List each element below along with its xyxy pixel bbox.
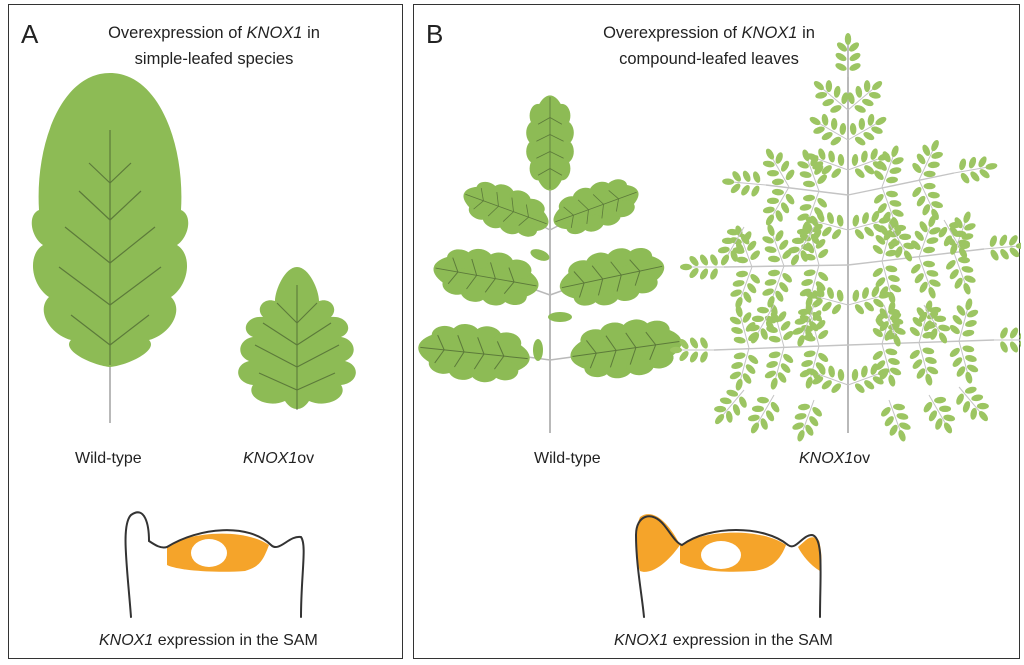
knox1ov-lobed-leaf-icon — [238, 267, 356, 410]
sam-b-center — [701, 541, 741, 569]
sam-a-center — [191, 539, 227, 567]
panel-b-label-wildtype: Wild-type — [534, 450, 601, 467]
panel-b-title-prefix: Overexpression of — [603, 24, 742, 42]
leaflet-mid-left — [428, 241, 544, 313]
panel-a-sam-suffix: expression in the SAM — [153, 632, 318, 649]
panel-b-sam-gene: KNOX1 — [614, 632, 669, 649]
panel-a-title-gene: KNOX1 — [246, 24, 303, 42]
panel-a-sam-gene: KNOX1 — [99, 632, 154, 649]
panel-a-mutant-suffix: ov — [297, 450, 315, 467]
panel-a-label-wildtype: Wild-type — [75, 450, 142, 467]
knox1ov-dissected-leaf-icon — [670, 33, 1021, 446]
wildtype-leaf-veins — [58, 130, 162, 365]
leaflet-low-right — [566, 312, 686, 386]
panel-b-illustration — [414, 5, 1021, 618]
leaflet-upper-right — [545, 170, 647, 244]
panel-a-title: Overexpression of KNOX1 in simple-leafed… — [79, 20, 349, 72]
sam-b-left-primordium — [635, 514, 680, 572]
panel-a-title-prefix: Overexpression of — [108, 24, 247, 42]
sam-b-right-primordium — [798, 537, 822, 571]
panel-a-title-suffix: in — [302, 24, 320, 42]
wildtype-compound-leaf-icon — [414, 94, 686, 433]
wildtype-simple-leaf-icon — [31, 73, 189, 423]
sam-b-diagram-icon — [634, 514, 822, 618]
panel-b: B Overexpression of KNOX1 in compound-le… — [413, 4, 1020, 659]
panel-a: A Overexpression of KNOX1 in simple-leaf… — [8, 4, 403, 659]
panel-a-label-mutant: KNOX1ov — [243, 450, 314, 468]
panel-a-illustration — [31, 73, 356, 618]
panel-b-letter: B — [426, 19, 444, 49]
panel-b-title-suffix: in — [797, 24, 815, 42]
panel-b-title-gene: KNOX1 — [741, 24, 798, 42]
panel-b-label-mutant: KNOX1ov — [799, 450, 870, 468]
panel-b-title-line2: compound-leafed leaves — [619, 50, 799, 68]
knox1ov-leaf-veins — [254, 285, 340, 409]
leaflet-mid-right — [553, 239, 671, 315]
panel-a-title-line2: simple-leafed species — [134, 50, 294, 68]
panel-b-mutant-gene: KNOX1 — [799, 450, 854, 467]
sam-a-outline — [124, 511, 305, 618]
panel-a-letter: A — [21, 19, 39, 49]
panel-a-mutant-gene: KNOX1 — [243, 450, 298, 467]
sam-a-diagram-icon — [124, 511, 305, 618]
panel-a-sam-caption: KNOX1 expression in the SAM — [99, 632, 318, 650]
panel-b-sam-suffix: expression in the SAM — [668, 632, 833, 649]
panel-b-title: Overexpression of KNOX1 in compound-leaf… — [574, 20, 844, 72]
sam-b-outline — [634, 515, 822, 618]
terminal-leaflet — [525, 94, 575, 192]
panel-b-sam-caption: KNOX1 expression in the SAM — [614, 632, 833, 650]
panel-b-mutant-suffix: ov — [853, 450, 871, 467]
leaflet-low-left — [414, 318, 534, 388]
